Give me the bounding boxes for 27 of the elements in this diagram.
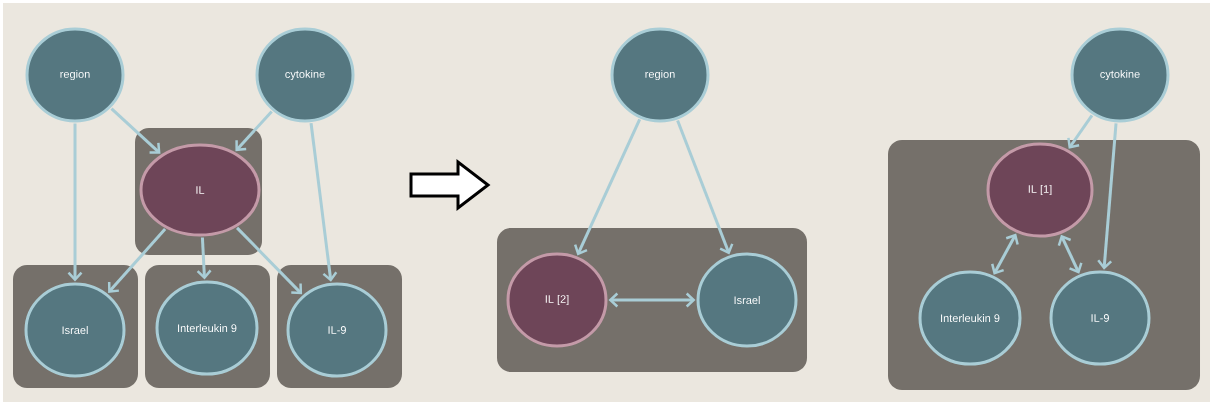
arrow [196,237,212,280]
ellipse-node: Israel [696,252,798,348]
ellipse-node: Interleukin 9 [155,280,259,376]
arrow [67,123,83,282]
ellipse-node: IL [139,143,261,237]
arrow [573,118,642,256]
arrow [1067,114,1094,149]
arrow [236,226,303,295]
ellipse-node: IL [2] [506,252,608,348]
arrow [235,110,273,152]
arrow [676,119,734,255]
ellipse-node: Israel [24,282,126,378]
ellipse-node: cytokine [1070,27,1170,123]
ellipse-node: region [25,27,125,123]
arrow [991,233,1019,275]
ellipse-node: cytokine [255,27,355,123]
arrow [110,107,161,154]
arrow [1097,123,1118,270]
arrow [309,122,338,282]
ellipse-node: region [610,27,710,123]
ellipse-node: Interleukin 9 [918,270,1022,366]
arrow [608,292,696,308]
arrow [1057,234,1083,274]
arrow [107,228,167,293]
ellipse-node: IL [1] [986,142,1094,238]
ellipse-node: IL-9 [286,282,388,378]
ellipse-node: IL-9 [1049,270,1151,366]
